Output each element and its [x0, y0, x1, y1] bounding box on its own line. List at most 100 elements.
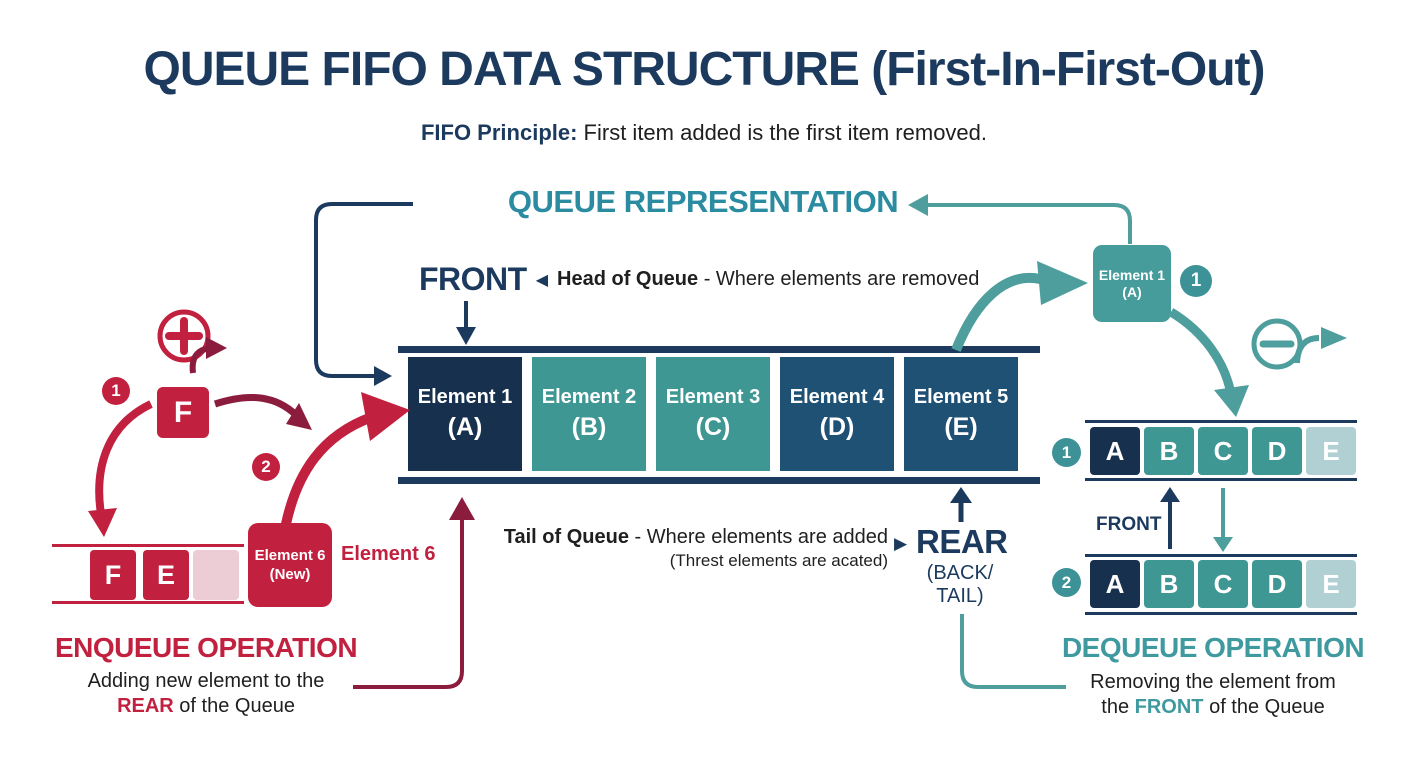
enqueue-operation-title: ENQUEUE OPERATION	[36, 632, 376, 664]
removed-box-line1: Element 1	[1098, 266, 1166, 283]
enqueue-step2-badge: 2	[252, 453, 280, 481]
tail-of-queue-rest: - Where elements are added	[628, 526, 888, 548]
element6-box-line1: Element 6	[254, 547, 326, 564]
page-title: QUEUE FIFO DATA STRUCTURE (First-In-Firs…	[143, 43, 1266, 96]
heading-to-front-connector	[314, 202, 413, 378]
queue-cell-3-value: (C)	[695, 413, 731, 441]
enqueue-desc-line1-text: Adding new element to the	[87, 670, 325, 692]
queue-bottom-rail	[398, 477, 1040, 484]
row2-bottom-rail	[1085, 612, 1357, 615]
enqueue-step2-arrowhead-icon	[286, 403, 312, 430]
dequeue-step1-badge: 1	[1180, 265, 1212, 297]
queue-top-rail	[398, 346, 1040, 353]
head-of-queue-bold: Head of Queue	[557, 268, 699, 290]
row2-cell-b: B	[1144, 560, 1194, 608]
dequeue-row1-badge: 1	[1052, 438, 1081, 467]
fifo-principle: FIFO Principle: First item added is the …	[0, 120, 1408, 146]
dequeue-title-text: DEQUEUE OPERATION	[1061, 632, 1365, 663]
queue-cell-5: Element 5 (E)	[904, 357, 1018, 471]
head-of-queue-rest: - Where elements are removed	[698, 268, 980, 290]
queue-representation-heading: QUEUE REPRESENTATION	[507, 184, 899, 219]
queue-cell-2: Element 2(B)	[532, 357, 646, 471]
queue-cell-1: Element 1 (A)	[408, 357, 522, 471]
row1-cell-c: C	[1198, 427, 1248, 475]
dequeue-row2-badge: 2	[1052, 568, 1081, 597]
tail-annotation: Tail of Queue - Where elements are added…	[500, 526, 888, 571]
enqueue-desc-rear: REAR	[117, 695, 174, 717]
tail-of-queue-sub: (Threst elements are acated)	[669, 551, 888, 570]
queue-cell-4-name: Element 4	[789, 386, 885, 408]
dequeue-operation-title: DEQUEUE OPERATION	[1040, 632, 1386, 664]
queue-cell-4-value: (D)	[819, 413, 855, 441]
queue-cell-1-value: (A)	[447, 413, 483, 441]
fifo-principle-text: First item added is the first item remov…	[577, 120, 988, 145]
dequeue-desc-front: FRONT	[1134, 696, 1204, 718]
queue-cell-4: Element 4 (D)	[780, 357, 894, 471]
queue-cell-5-name: Element 5	[913, 386, 1009, 408]
enqueue-step1-arrow	[95, 400, 153, 515]
dequeue-desc-rest: of the Queue	[1203, 696, 1325, 718]
enqueue-step2-arrow	[213, 394, 299, 418]
element6-new-box: Element 6 (New)	[248, 523, 332, 607]
row2-cell-e: E	[1306, 560, 1356, 608]
rear-label: REAR	[916, 523, 1008, 560]
left-pointer-icon: ◀	[535, 271, 549, 289]
head-of-queue-text: Head of Queue - Where elements are remov…	[557, 268, 979, 291]
row1-to-row2-arrowhead-icon	[1213, 537, 1233, 552]
row1-cell-a: A	[1090, 427, 1140, 475]
row2-cell-a: A	[1090, 560, 1140, 608]
removed-to-row1-arrowhead-icon	[1214, 385, 1249, 417]
removed-to-row1-arrow	[1168, 308, 1236, 395]
row1-cell-b: B	[1144, 427, 1194, 475]
row2-cell-c: C	[1198, 560, 1248, 608]
enqueue-desc-line2: REAR of the Queue	[36, 695, 376, 718]
enqueue-plus-icon	[157, 309, 227, 374]
enqueue-mini-top-rail	[52, 544, 244, 547]
element6-to-queue-arrow	[281, 412, 374, 526]
element6-to-queue-arrowhead-icon	[361, 392, 410, 441]
dequeue-desc-pre: the	[1101, 696, 1135, 718]
queue-cell-2-value: (B)	[571, 413, 607, 441]
tail-of-queue-bold: Tail of Queue	[503, 526, 629, 548]
row2-cell-d: D	[1252, 560, 1302, 608]
enqueue-title-text: ENQUEUE OPERATION	[54, 632, 358, 663]
row1-cell-e: E	[1306, 427, 1356, 475]
queue-cell-3: Element 3 (C)	[656, 357, 770, 471]
row2-to-row1-arrowhead-icon	[1160, 487, 1180, 502]
row1-top-rail	[1085, 420, 1357, 423]
enqueue-step1-badge: 1	[102, 377, 130, 405]
enqueue-desc-rest: of the Queue	[173, 695, 295, 717]
queue-cell-3-name: Element 3	[665, 386, 761, 408]
rear-paren-line1: (BACK/	[926, 562, 994, 584]
element6-box-line2: (New)	[269, 566, 311, 583]
front-label: FRONT	[419, 261, 527, 297]
mini-front-label: FRONT	[1096, 514, 1162, 535]
enqueue-mini-cell-1: F	[90, 550, 136, 600]
front-down-arrowhead-icon	[456, 327, 476, 345]
rear-paren-line2: TAIL)	[936, 585, 984, 607]
rear-back-tail: (BACK/ TAIL)	[906, 562, 1014, 608]
dequeue-desc-line1: Removing the element from	[1040, 671, 1386, 694]
dequeue-minus-icon	[1251, 318, 1347, 370]
queue-cell-1-name: Element 1	[417, 386, 513, 408]
removed-element-box: Element 1 (A)	[1093, 245, 1171, 322]
queue-cell-5-value: (E)	[944, 413, 978, 441]
heading-to-front-arrowhead-icon	[374, 366, 392, 386]
row1-cell-d: D	[1252, 427, 1302, 475]
fifo-principle-label: FIFO Principle:	[420, 120, 578, 145]
removed-box-line2: (A)	[1122, 283, 1142, 300]
enqueue-step1-arrowhead-icon	[88, 508, 117, 537]
rear-up-arrowhead-icon	[950, 487, 972, 503]
incoming-element-box: F	[157, 387, 209, 438]
dequeue-desc-line2: the FRONT of the Queue	[1040, 696, 1386, 719]
row2-top-rail	[1085, 554, 1357, 557]
row1-bottom-rail	[1085, 478, 1357, 481]
enqueue-mini-cell-3	[193, 550, 239, 600]
dequeue-desc-line1-text: Removing the element from	[1090, 671, 1336, 693]
removed-to-heading-connector	[926, 203, 1132, 244]
right-pointer-icon: ▶	[894, 534, 908, 553]
enqueue-mini-bottom-rail	[52, 601, 244, 604]
element6-label: Element 6	[341, 543, 436, 565]
enqueue-to-queue-arrowhead-icon	[449, 497, 475, 520]
